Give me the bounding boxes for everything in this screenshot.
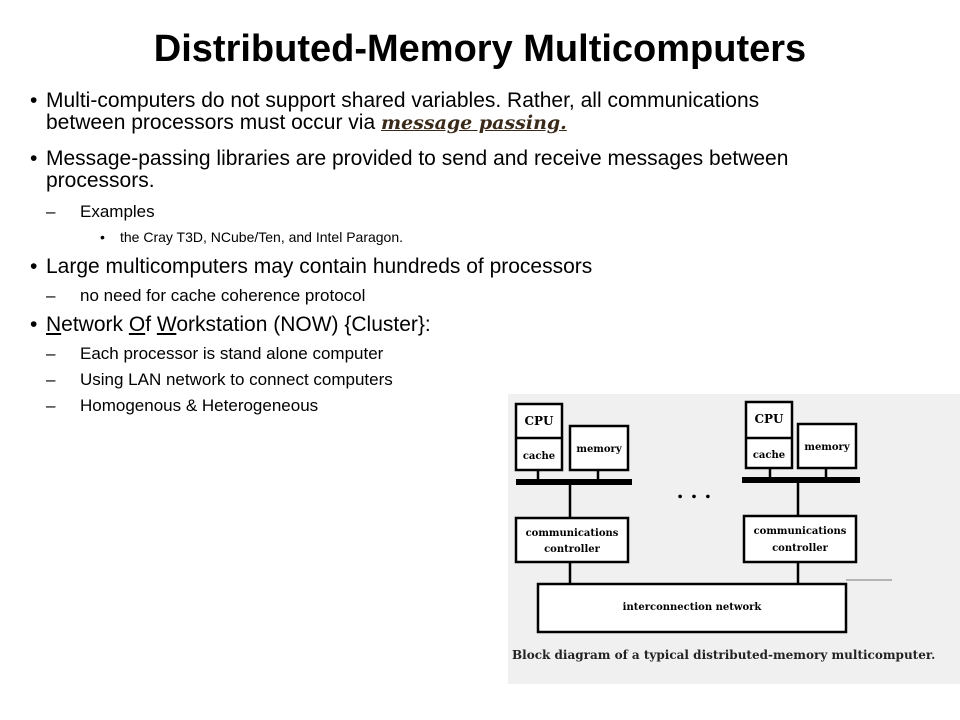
bullet-1: • Multi-computers do not support shared … [30,89,830,135]
comm-label-left-1: communications [526,528,619,539]
diagram-caption: Block diagram of a typical distributed-m… [512,648,936,662]
sub-dash: – [46,344,56,363]
bullet-4-sub-3: – Homogenous & Heterogeneous [30,396,830,416]
bullet-4-sub-1-text: Each processor is stand alone computer [80,344,384,363]
sub-dash: – [46,286,56,305]
bullet-1-emphasis: message passing. [380,112,567,134]
bullet-dot: • [30,255,38,278]
block-diagram: CPU cache memory communications controll… [508,394,960,684]
bullet-3-text: Large multicomputers may contain hundred… [46,255,593,278]
bullet-dot: • [30,147,38,170]
ellipsis-dots: . . . [677,479,712,503]
bullet-3: • Large multicomputers may contain hundr… [30,256,830,278]
bullet-4: • Network Of Workstation (NOW) {Cluster}… [30,314,830,336]
network-label: interconnection network [623,602,763,613]
bullet-4-sub-3-text: Homogenous & Heterogeneous [80,396,319,415]
block-diagram-svg: CPU cache memory communications controll… [514,400,892,634]
sub-dash: – [46,370,56,389]
bullet-2-subsub: • the Cray T3D, NCube/Ten, and Intel Par… [30,228,830,246]
bullet-4-sub-1: – Each processor is stand alone computer [30,344,830,364]
bullet-4-w-rest: orkstation (NOW) {Cluster}: [176,313,431,336]
cache-label-left: cache [523,451,555,462]
bullet-4-n-rest: etwork [61,313,129,336]
comm-controller-right [742,514,858,564]
bullet-dot: • [30,89,38,112]
bullet-4-sub-2-text: Using LAN network to connect computers [80,370,393,389]
bullet-2-sub-text: Examples [80,202,155,221]
sub-dash: – [46,396,56,415]
bullet-2-text: Message-passing libraries are provided t… [46,147,789,192]
cpu-label-right: CPU [754,412,784,426]
bullet-list: • Multi-computers do not support shared … [30,90,830,422]
comm-label-right-1: communications [754,526,847,537]
bullet-1-text: Multi-computers do not support shared va… [46,89,760,134]
comm-label-right-2: controller [772,543,829,554]
comm-label-left-2: controller [544,544,601,555]
cache-label-right: cache [753,450,785,461]
memory-label-right: memory [804,442,850,453]
bullet-4-o: O [128,313,146,336]
cpu-label-left: CPU [524,414,554,428]
bullet-3-sub-text: no need for cache coherence protocol [80,286,366,305]
bullet-2-subsub-text: the Cray T3D, NCube/Ten, and Intel Parag… [120,229,404,245]
bullet-dot: • [30,313,38,336]
subsub-dot: • [100,229,105,245]
bullet-4-w: W [156,313,177,336]
bullet-3-sub: – no need for cache coherence protocol [30,286,830,306]
bullet-2-sub: – Examples [30,202,830,222]
bullet-2: • Message-passing libraries are provided… [30,148,830,192]
slide-title: Distributed-Memory Multicomputers [153,28,807,70]
memory-box-left [568,424,630,472]
comm-controller-left [514,516,630,564]
sub-dash: – [46,202,56,221]
bullet-4-n: N [46,313,62,336]
bullet-4-sub-2: – Using LAN network to connect computers [30,370,830,390]
memory-label-left: memory [576,444,622,455]
bullet-4-o-rest: f [145,313,157,336]
